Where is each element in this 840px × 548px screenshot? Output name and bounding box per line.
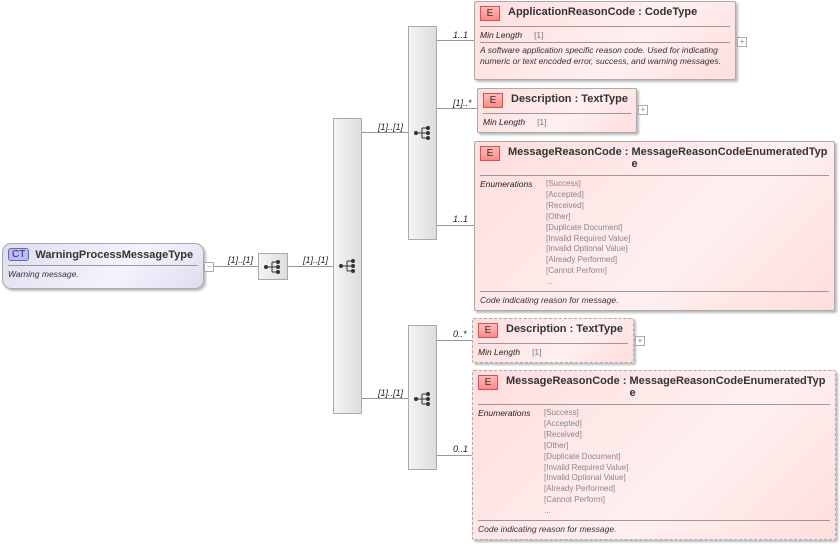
element-name: Description: [506, 323, 567, 335]
sequence-compositor[interactable]: [258, 253, 288, 280]
expand-toggle[interactable]: +: [638, 105, 648, 115]
element-type: TextType: [576, 323, 623, 335]
enum-more: ...: [546, 277, 553, 287]
enum-value: [Invalid Optional Value]: [546, 244, 628, 254]
collapse-toggle[interactable]: −: [204, 262, 214, 272]
sequence-icon: [414, 126, 430, 140]
element-multiplicity: 0..*: [453, 329, 467, 339]
enum-value: [Accepted]: [544, 418, 582, 428]
upper-sequence[interactable]: [408, 26, 437, 240]
element-name: MessageReasonCode: [506, 375, 620, 387]
enumeration-list: [Success] [Accepted] [Received] [Other] …: [546, 179, 630, 288]
enum-value: [Success]: [544, 408, 579, 417]
element-type: CodeType: [644, 6, 698, 18]
enum-value: [Received]: [546, 200, 584, 210]
choice-compositor[interactable]: [333, 118, 362, 414]
element-description: Code indicating reason for message.: [478, 524, 617, 535]
facet-label: Min Length: [478, 347, 521, 357]
facet-label: Min Length: [480, 30, 523, 40]
facet-value: [1]: [537, 117, 547, 127]
element-type: TextType: [581, 93, 628, 105]
complex-type-badge: CT: [8, 248, 30, 261]
lower-sequence[interactable]: [408, 325, 437, 470]
element-type: MessageReasonCodeEnumeratedType: [631, 146, 828, 170]
root-multiplicity: [1]..[1]: [228, 255, 254, 265]
enum-value: [Other]: [544, 440, 569, 450]
element-type: MessageReasonCodeEnumeratedType: [629, 375, 826, 399]
upper-sequence-multiplicity: [1]..[1]: [378, 122, 404, 132]
element-badge: E: [478, 375, 498, 390]
sequence-icon: [264, 260, 280, 274]
choice-icon: [339, 259, 355, 273]
enum-value: [Duplicate Document]: [544, 451, 621, 461]
element-multiplicity: 0..1: [453, 444, 469, 454]
root-name: WarningProcessMessageType: [35, 248, 194, 261]
element-name: Description: [511, 93, 572, 105]
enum-value: [Already Performed]: [546, 255, 618, 265]
root-description: Warning message.: [8, 269, 79, 279]
enum-value: [Cannot Perform]: [544, 495, 605, 505]
facet-label: Enumerations: [480, 179, 533, 189]
sequence-icon: [414, 392, 430, 406]
enum-value: [Other]: [546, 211, 571, 221]
enum-more: ...: [544, 506, 551, 516]
expand-toggle[interactable]: +: [635, 336, 645, 346]
facet-value: [1]: [534, 30, 544, 40]
lower-sequence-multiplicity: [1]..[1]: [378, 388, 404, 398]
expand-toggle[interactable]: +: [737, 37, 747, 47]
facet-label: Min Length: [483, 117, 526, 127]
enum-value: [Cannot Perform]: [546, 266, 607, 276]
enum-value: [Received]: [544, 429, 582, 439]
element-badge: E: [480, 146, 500, 161]
enum-value: [Success]: [546, 179, 581, 188]
enum-value: [Invalid Optional Value]: [544, 473, 626, 483]
root-complex-type[interactable]: CT WarningProcessMessageType Warning mes…: [2, 243, 204, 289]
enum-value: [Already Performed]: [544, 484, 616, 494]
facet-label: Enumerations: [478, 408, 531, 418]
element-description: Code indicating reason for message.: [480, 295, 619, 306]
element-multiplicity: [1]..*: [453, 98, 472, 108]
facet-value: [1]: [532, 347, 542, 357]
enum-value: [Invalid Required Value]: [544, 462, 629, 472]
element-name: ApplicationReasonCode: [508, 6, 636, 18]
enum-value: [Invalid Required Value]: [546, 233, 631, 243]
enum-value: [Accepted]: [546, 189, 584, 199]
enum-value: [Duplicate Document]: [546, 222, 623, 232]
element-badge: E: [483, 93, 503, 108]
element-multiplicity: 1..1: [453, 214, 469, 224]
element-description: A software application specific reason c…: [480, 45, 721, 66]
element-name: MessageReasonCode: [508, 146, 622, 158]
element-badge: E: [480, 6, 500, 21]
element-multiplicity: 1..1: [453, 30, 469, 40]
element-badge: E: [478, 323, 498, 338]
sequence-multiplicity: [1]..[1]: [303, 255, 329, 265]
enumeration-list: [Success] [Accepted] [Received] [Other] …: [544, 408, 628, 517]
